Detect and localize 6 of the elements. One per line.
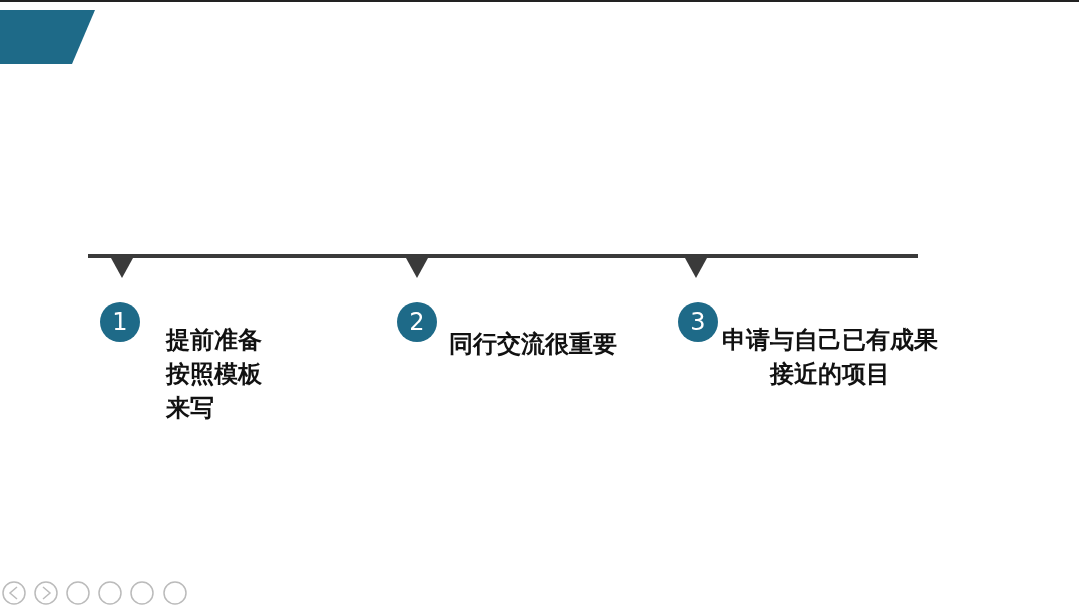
number-badge: 1 [100, 302, 140, 342]
step-text: 同行交流很重要 [449, 329, 618, 360]
step-text: 申请与自己已有成果接近的项目 [721, 325, 939, 390]
number-badge: 3 [678, 302, 718, 342]
step-text: 提前准备按照模板来写 [166, 325, 263, 424]
number-badge: 2 [397, 302, 437, 342]
